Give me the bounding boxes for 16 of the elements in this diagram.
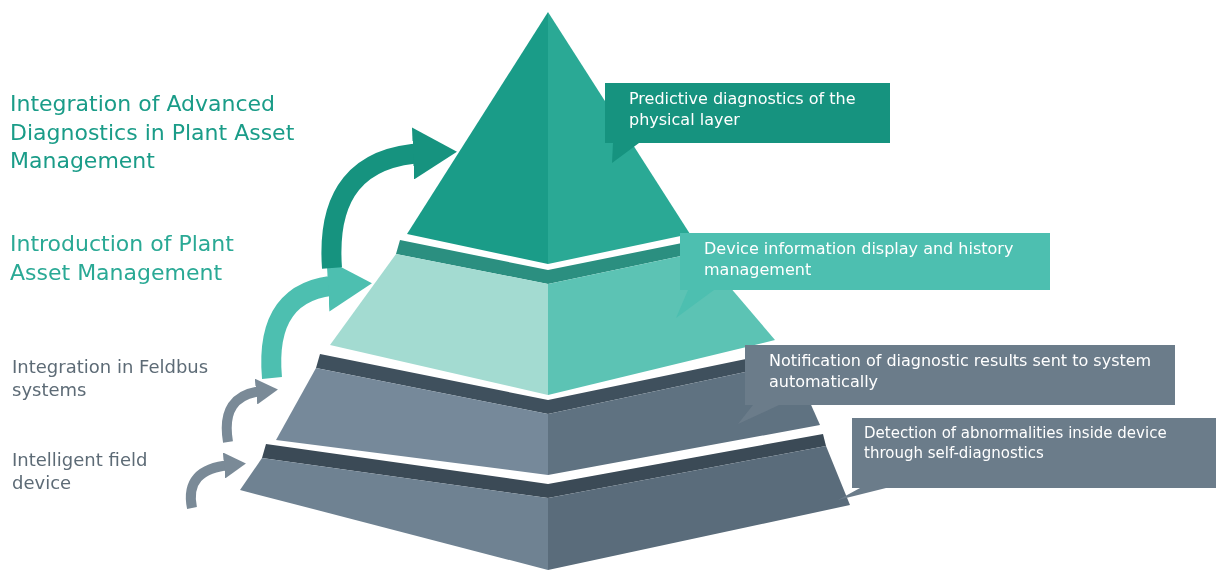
stage-label: Integration of Advanced Diagnostics in Plant Asset Management xyxy=(10,90,296,176)
callout-box xyxy=(605,83,890,164)
callout-text: Detection of abnormalities inside device through self-diagnostics xyxy=(864,424,1168,463)
pyramid-tier xyxy=(240,434,850,570)
stage-label: Intelligent field device xyxy=(12,448,149,495)
callout-box xyxy=(838,418,1216,501)
stage-label: Integration in Feldbus systems xyxy=(12,355,210,402)
callout-text: Device information display and history management xyxy=(704,239,1015,281)
callout-box xyxy=(676,233,1050,319)
curved-arrow xyxy=(185,452,246,509)
callout-box xyxy=(738,345,1175,425)
callout-text: Notification of diagnostic results sent to system automatically xyxy=(769,351,1153,393)
stage-label: Introduction of Plant Asset Management xyxy=(10,230,235,287)
callout-text: Predictive diagnostics of the physical layer xyxy=(629,89,857,131)
curved-arrow xyxy=(321,128,457,269)
curved-arrow xyxy=(221,379,278,443)
